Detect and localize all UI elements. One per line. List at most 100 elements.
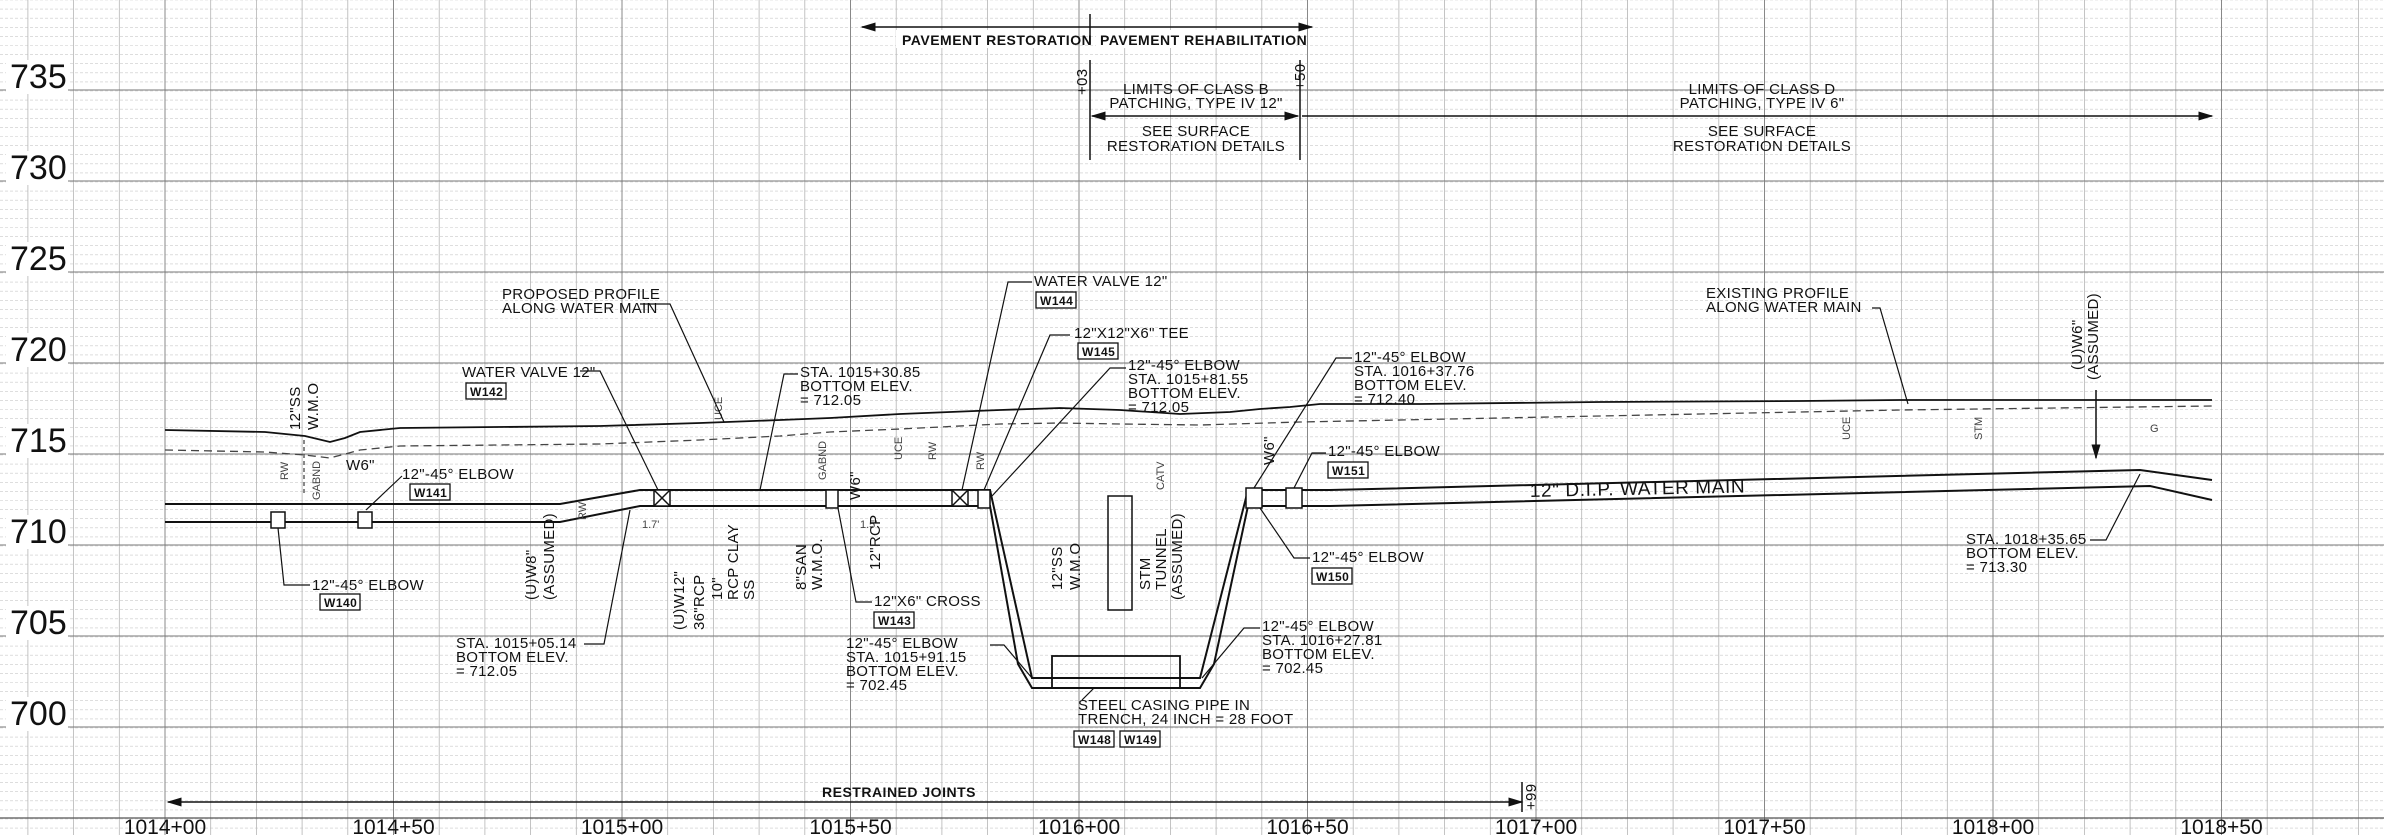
elbow-w150-text: 12"-45° ELBOW <box>1312 549 1424 566</box>
pavement-notes: PAVEMENT RESTORATION PAVEMENT REHABILITA… <box>860 14 2214 160</box>
dim-17: 1.7' <box>642 519 659 531</box>
elbow-58155-line2: STA. 1015+81.55 <box>1128 371 1249 388</box>
ground-profiles <box>164 399 2213 459</box>
tag-w141: W141 <box>414 486 447 500</box>
elevation-label-bg <box>6 151 68 185</box>
elevation-label-bg <box>6 333 68 367</box>
steel-casing-pipe <box>1051 655 1181 689</box>
class-d-see1: SEE SURFACE <box>1708 123 1816 140</box>
class-b-line2: PATCHING, TYPE IV 12" <box>1109 95 1282 112</box>
stm-tunnel-line1: STM <box>1137 557 1154 590</box>
pavement-rehabilitation-label: PAVEMENT REHABILITATION <box>1100 32 1307 48</box>
valve-w144-text: WATER VALVE 12" <box>1034 273 1167 290</box>
ss12b-label: 12"SS <box>1049 546 1066 590</box>
restrained-joints-label: RESTRAINED JOINTS <box>822 784 976 800</box>
uw8-assumed-label: (ASSUMED) <box>541 513 558 600</box>
tag-w142: W142 <box>470 385 503 399</box>
station-label: 1014+00 <box>124 816 206 835</box>
elevation-label: 705 <box>10 604 67 642</box>
uce-label-3: UCE <box>1841 417 1853 440</box>
tag-w151: W151 <box>1332 464 1365 478</box>
station-label: 1018+00 <box>1952 816 2034 835</box>
tag-w144: W144 <box>1040 294 1073 308</box>
station-label: 1015+00 <box>581 816 663 835</box>
elevation-label: 735 <box>10 58 67 96</box>
sta-83565-line1: STA. 1018+35.65 <box>1966 531 2087 548</box>
uw12-label: (U)W12" <box>671 571 688 630</box>
elevation-label-bg <box>6 242 68 276</box>
rcp36-label: 36"RCP <box>691 575 708 630</box>
rw-label-2: RW <box>577 501 589 520</box>
valve-w144-symbol <box>951 489 969 507</box>
callouts: PROPOSED PROFILE ALONG WATER MAIN WATER … <box>166 273 2141 812</box>
tag-w150: W150 <box>1316 570 1349 584</box>
rcp10-label: 10" <box>709 577 726 600</box>
elevation-label-bg <box>6 515 68 549</box>
plus03-label: +03 <box>1074 69 1091 95</box>
sta-83565-line2: BOTTOM ELEV. <box>1966 545 2079 562</box>
existing-profile-line1: EXISTING PROFILE <box>1706 285 1849 302</box>
rw-label-1: RW <box>279 461 291 480</box>
elbow-59115-line4: = 702.45 <box>846 677 907 694</box>
ss-label: SS <box>741 579 758 600</box>
proposed-profile-line <box>164 405 2213 459</box>
rcp12-label: 12"RCP <box>867 515 884 570</box>
tag-w143: W143 <box>878 614 911 628</box>
elbow-59115-line1: 12"-45° ELBOW <box>846 635 958 652</box>
elbow-59115-line2: STA. 1015+91.15 <box>846 649 967 666</box>
uce-label-2: UCE <box>893 437 905 460</box>
san8-label: 8"SAN <box>793 544 810 590</box>
w6-label-1: W6" <box>346 457 375 474</box>
water-main-label: 12" D.I.P. WATER MAIN <box>1530 476 1746 502</box>
w6-label-3: W6" <box>1261 436 1278 465</box>
class-d-line1: LIMITS OF CLASS D <box>1689 81 1836 98</box>
uw6-label: (U)W6" <box>2069 320 2086 370</box>
proposed-profile-line1: PROPOSED PROFILE <box>502 286 660 303</box>
tag-w148: W148 <box>1078 733 1111 747</box>
dim-15: 1.5' <box>860 519 877 531</box>
elbow-63776-line4: = 712.40 <box>1354 391 1415 408</box>
class-d-see2: RESTORATION DETAILS <box>1673 138 1851 155</box>
wmo2-label: W.M.O. <box>809 538 826 590</box>
station-label: 1015+50 <box>809 816 891 835</box>
gabnd-label-2: GABND <box>817 441 829 480</box>
pavement-restoration-label: PAVEMENT RESTORATION <box>902 32 1092 48</box>
elevation-label: 715 <box>10 422 67 460</box>
elevation-label-bg <box>6 424 68 458</box>
station-label: 1017+50 <box>1723 816 1805 835</box>
station-label: 1017+00 <box>1495 816 1577 835</box>
gabnd-label-1: GABND <box>311 461 323 500</box>
elbow-58155-line1: 12"-45° ELBOW <box>1128 357 1240 374</box>
elbow-w151-text: 12"-45° ELBOW <box>1328 443 1440 460</box>
uce-label-1: UCE <box>713 397 725 420</box>
w6-label-2: W6" <box>847 471 864 500</box>
elevation-label-bg <box>6 60 68 94</box>
stm-tunnel-line2: TUNNEL <box>1153 528 1170 590</box>
rw-label-3: RW <box>927 441 939 460</box>
plus99-label: +99 <box>1523 784 1540 810</box>
elevation-label: 720 <box>10 331 67 369</box>
elbow-62781-line4: = 702.45 <box>1262 660 1323 677</box>
existing-profile-line2: ALONG WATER MAIN <box>1706 299 1862 316</box>
elbow-62781-line3: BOTTOM ELEV. <box>1262 646 1375 663</box>
sta-53085-line2: BOTTOM ELEV. <box>800 378 913 395</box>
elbow-w141-text: 12"-45° ELBOW <box>402 466 514 483</box>
elbow-58155-line3: BOTTOM ELEV. <box>1128 385 1241 402</box>
sta-50514-line3: = 712.05 <box>456 663 517 680</box>
wmo3-label: W.M.O <box>1067 543 1084 590</box>
class-b-see2: RESTORATION DETAILS <box>1107 138 1285 155</box>
elbow-59115-line3: BOTTOM ELEV. <box>846 663 959 680</box>
tee-w145-text: 12"X12"X6" TEE <box>1074 325 1189 342</box>
water-main-bottom <box>165 468 2213 679</box>
g-label: G <box>2150 423 2159 435</box>
station-label: 1018+50 <box>2180 816 2262 835</box>
elbow-63776-line3: BOTTOM ELEV. <box>1354 377 1467 394</box>
valve-w142-symbol <box>653 489 671 507</box>
station-label: 1014+50 <box>352 816 434 835</box>
sta-50514-line2: BOTTOM ELEV. <box>456 649 569 666</box>
stm-label: STM <box>1973 417 1985 440</box>
